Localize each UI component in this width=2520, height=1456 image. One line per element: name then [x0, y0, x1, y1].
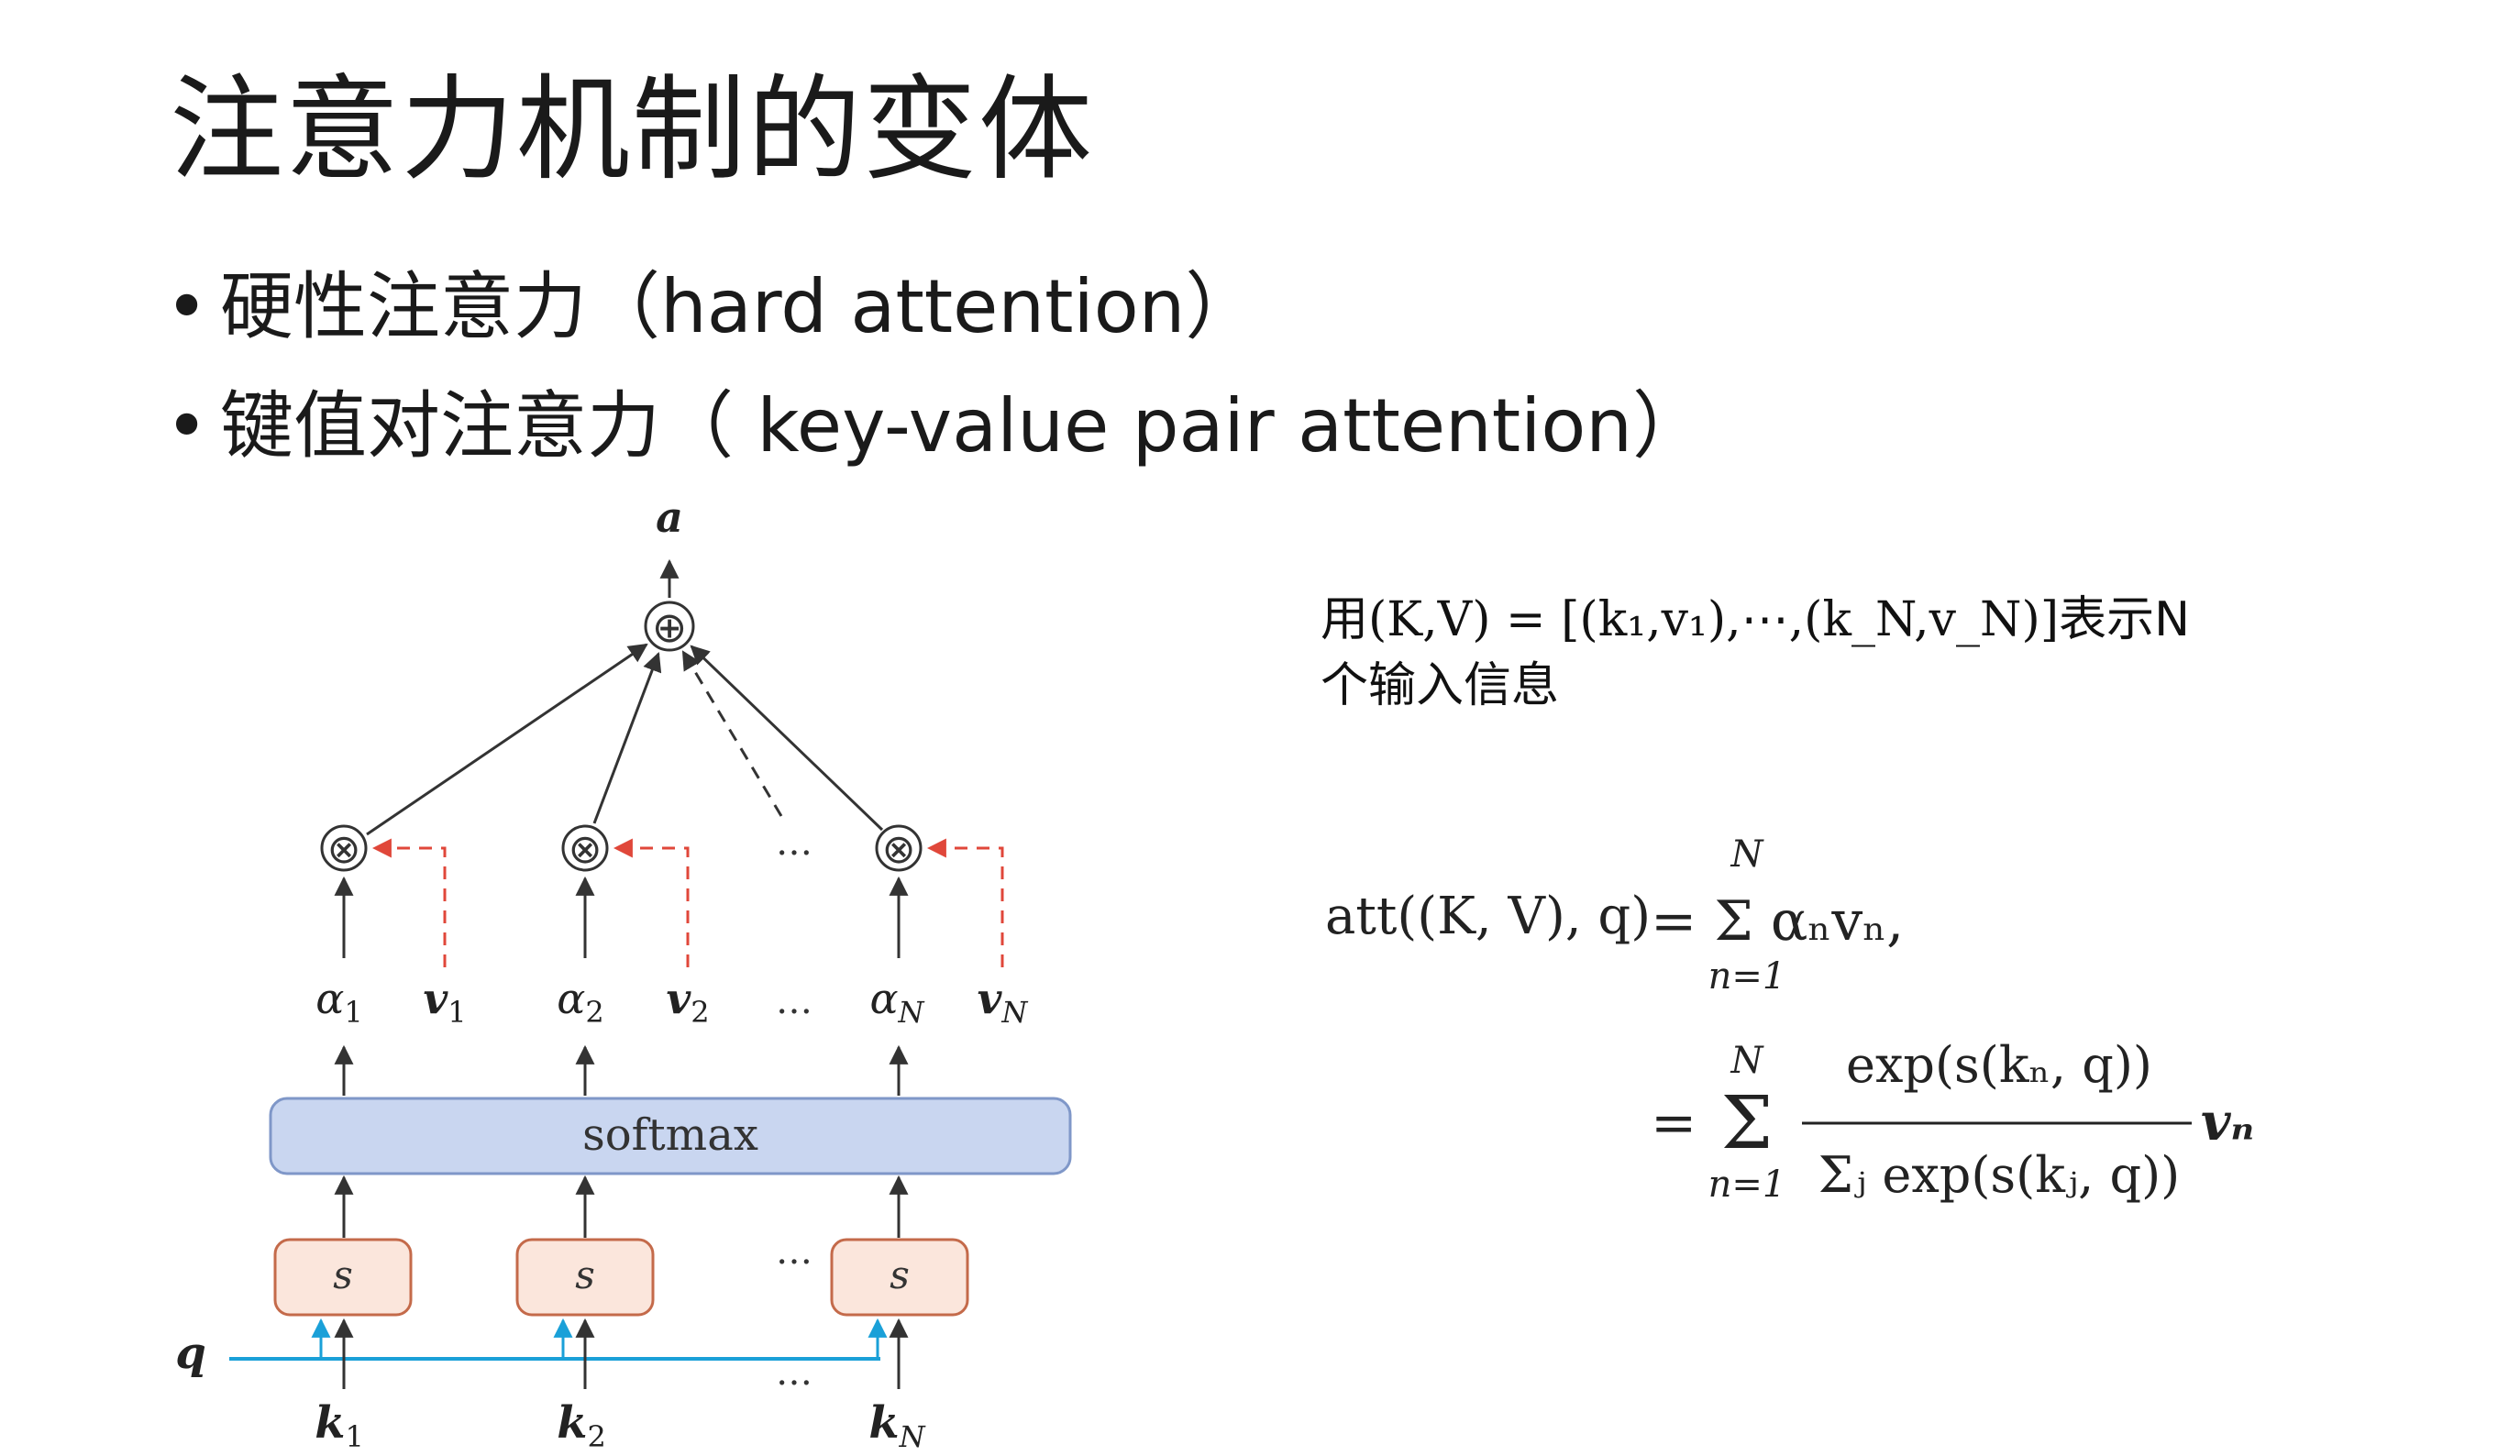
product-symbol: ⊗	[327, 826, 361, 873]
alpha-subscript: N	[898, 995, 925, 1030]
value-arrow-n	[926, 838, 1004, 967]
bullet-key-value-attention: •键值对注意力（ key-value pair attention）	[165, 367, 1706, 473]
kv-description: 用(K,V) = [(k₁,v₁),⋯,(k_N,v_N)]表示N个输入信息	[1321, 587, 2219, 719]
product-to-sum-arrow-dashed	[681, 650, 783, 817]
alpha-subscript: 1	[344, 995, 362, 1030]
key-label-1: k1	[315, 1397, 364, 1454]
value-subscript: 1	[448, 995, 466, 1030]
sum-node	[644, 601, 695, 652]
description-math: (K,V) = [(k₁,v₁),⋯,(k_N,v_N)]	[1368, 592, 2060, 647]
score-label: s	[333, 1252, 353, 1297]
alpha-label-1: α1	[315, 974, 362, 1030]
value-label-1: v1	[423, 974, 466, 1030]
value-symbol: v	[423, 974, 448, 1023]
alpha-symbol: α	[869, 974, 898, 1023]
score-box-1: s	[273, 1238, 413, 1317]
alpha-label-n: αN	[869, 974, 924, 1030]
product-symbol: ⊗	[569, 826, 602, 873]
alpha-symbol: α	[315, 974, 344, 1023]
product-to-sum-arrow-1	[366, 643, 648, 836]
product-ellipsis: …	[776, 822, 812, 864]
key-symbol: k	[868, 1397, 899, 1449]
bullet-text: 键值对注意力（ key-value pair attention）	[220, 383, 1706, 469]
key-subscript: 1	[345, 1419, 363, 1454]
score-box-n: s	[830, 1238, 969, 1317]
bullet-text: 硬性注意力（hard attention）	[220, 264, 1259, 349]
softmax-label: softmax	[582, 1109, 758, 1161]
alpha-label-2: α2	[557, 974, 603, 1030]
product-node-n: ⊗	[875, 824, 923, 873]
value-label-2: v2	[666, 974, 709, 1030]
alpha-ellipsis: …	[776, 980, 812, 1022]
score-box-2: s	[515, 1238, 655, 1317]
product-to-sum-arrow-n	[690, 645, 884, 832]
description-suffix: 表示N个输入信息	[1321, 592, 2191, 713]
product-to-sum-arrow-2	[592, 652, 662, 824]
value-arrow-2	[613, 838, 690, 967]
key-symbol: k	[315, 1397, 345, 1449]
description-prefix: 用	[1321, 592, 1369, 647]
slide-title: 注意力机制的变体	[170, 64, 1095, 196]
sum-symbol: ⊕	[652, 602, 688, 652]
product-node-2: ⊗	[561, 824, 609, 873]
value-symbol: v	[666, 974, 691, 1023]
key-symbol: k	[557, 1397, 587, 1449]
product-symbol: ⊗	[882, 826, 916, 873]
value-symbol: v	[978, 974, 1003, 1023]
output-label: a	[656, 492, 683, 542]
key-ellipsis: …	[776, 1351, 812, 1394]
value-subscript: N	[1000, 995, 1028, 1030]
key-subscript: 2	[587, 1419, 605, 1454]
alpha-symbol: α	[557, 974, 585, 1023]
key-subscript: N	[899, 1419, 926, 1454]
bullet-dot: •	[165, 383, 209, 469]
bullet-hard-attention: •硬性注意力（hard attention）	[165, 248, 1258, 354]
key-label-2: k2	[557, 1397, 606, 1454]
softmax-box	[269, 1097, 1072, 1175]
score-label: s	[890, 1252, 910, 1297]
alpha-subscript: 2	[585, 995, 603, 1030]
value-label-n: vN	[978, 974, 1029, 1030]
value-arrow-1	[371, 838, 447, 967]
product-node-1: ⊗	[320, 824, 368, 873]
query-label: q	[175, 1328, 206, 1379]
score-ellipsis: …	[776, 1230, 812, 1273]
key-label-n: kN	[868, 1397, 925, 1454]
score-label: s	[575, 1252, 595, 1297]
value-subscript: 2	[691, 995, 709, 1030]
bullet-dot: •	[165, 264, 209, 349]
